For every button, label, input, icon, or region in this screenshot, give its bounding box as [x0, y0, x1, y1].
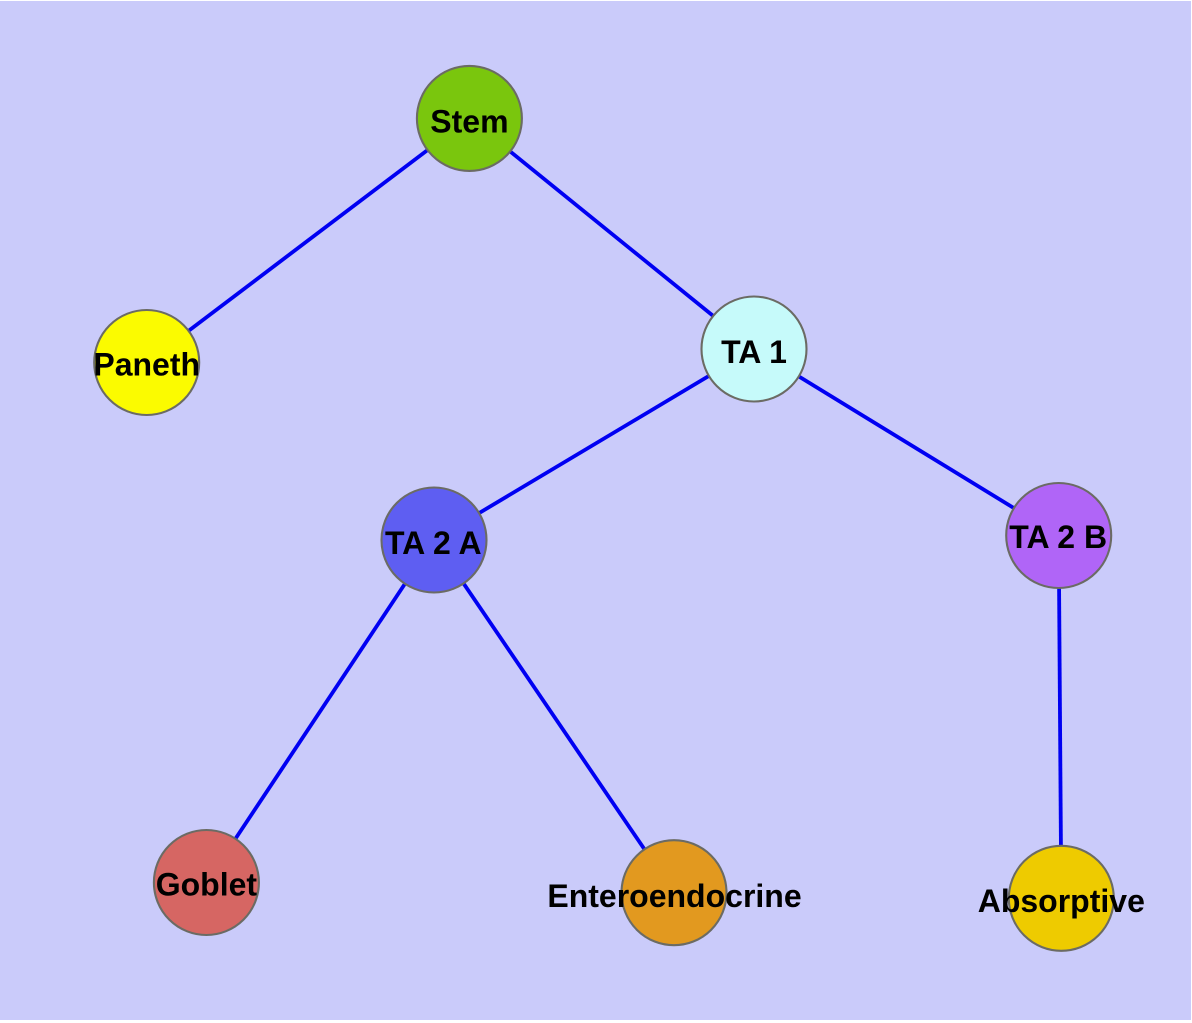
- svg-text:TA 2 A: TA 2 A: [385, 525, 482, 561]
- svg-text:Paneth: Paneth: [93, 346, 200, 382]
- svg-text:TA 1: TA 1: [721, 334, 787, 370]
- svg-text:TA 2 B: TA 2 B: [1009, 519, 1107, 555]
- svg-text:Stem: Stem: [430, 103, 508, 139]
- svg-text:Enteroendocrine: Enteroendocrine: [547, 878, 801, 914]
- svg-text:Absorptive: Absorptive: [978, 883, 1145, 919]
- svg-text:Goblet: Goblet: [156, 867, 258, 903]
